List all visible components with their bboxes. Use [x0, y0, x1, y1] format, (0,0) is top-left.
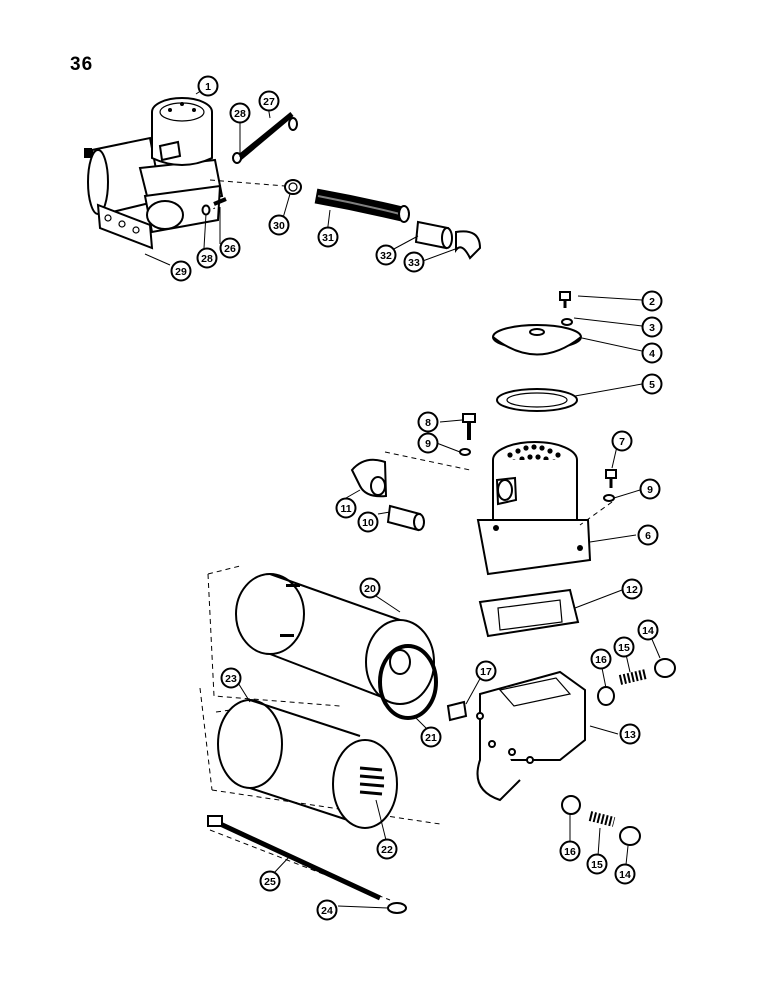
svg-text:33: 33: [408, 257, 420, 269]
svg-text:14: 14: [619, 869, 631, 881]
callout-13: 13: [619, 723, 641, 745]
svg-text:29: 29: [175, 266, 187, 278]
svg-text:31: 31: [322, 232, 334, 244]
callout-6: 6: [637, 524, 659, 546]
callout-31: 31: [317, 226, 339, 248]
callout-14a: 14: [637, 619, 659, 641]
svg-text:20: 20: [364, 583, 376, 595]
callout-9a: 9: [417, 432, 439, 454]
callout-15b: 15: [586, 853, 608, 875]
filter-elements: [199, 565, 441, 914]
svg-text:8: 8: [425, 417, 431, 429]
callout-26: 26: [219, 237, 241, 259]
callout-17: 17: [475, 660, 497, 682]
callouts: 1 2 3 4 5 6 7 8 9 9 10 11 12 13 14 14 15…: [170, 75, 663, 921]
callout-16b: 16: [559, 840, 581, 862]
svg-text:10: 10: [362, 517, 374, 529]
svg-text:7: 7: [619, 436, 625, 448]
svg-text:9: 9: [425, 438, 431, 450]
callout-16a: 16: [590, 648, 612, 670]
svg-text:16: 16: [564, 846, 576, 858]
svg-text:17: 17: [480, 666, 492, 678]
callout-1: 1: [197, 75, 219, 97]
svg-text:1: 1: [205, 81, 211, 93]
svg-text:15: 15: [591, 859, 603, 871]
svg-text:13: 13: [624, 729, 636, 741]
callout-10: 10: [357, 511, 379, 533]
svg-text:14: 14: [642, 625, 654, 637]
svg-text:28: 28: [201, 253, 213, 265]
svg-text:30: 30: [273, 220, 285, 232]
callout-22: 22: [376, 838, 398, 860]
callout-30: 30: [268, 214, 290, 236]
callout-23: 23: [220, 667, 242, 689]
callout-24: 24: [316, 899, 338, 921]
callout-9b: 9: [639, 478, 661, 500]
callout-20: 20: [359, 577, 381, 599]
svg-text:3: 3: [649, 322, 655, 334]
callout-25: 25: [259, 870, 281, 892]
callout-33: 33: [403, 251, 425, 273]
svg-text:27: 27: [263, 96, 275, 108]
pump-assembly: [84, 97, 482, 260]
callout-3: 3: [641, 316, 663, 338]
callout-12: 12: [621, 578, 643, 600]
svg-text:12: 12: [626, 584, 638, 596]
callout-27: 27: [258, 90, 280, 112]
callout-8: 8: [417, 411, 439, 433]
svg-text:2: 2: [649, 296, 655, 308]
callout-7: 7: [611, 430, 633, 452]
callout-11: 11: [335, 497, 357, 519]
callout-21: 21: [420, 726, 442, 748]
page-number: 36: [70, 54, 94, 75]
svg-text:32: 32: [380, 250, 392, 262]
svg-text:5: 5: [649, 379, 655, 391]
filter-head-assembly: [350, 291, 676, 846]
svg-text:25: 25: [264, 876, 276, 888]
svg-text:23: 23: [225, 673, 237, 685]
svg-text:9: 9: [647, 484, 653, 496]
svg-text:22: 22: [381, 844, 393, 856]
svg-text:6: 6: [645, 530, 651, 542]
svg-text:15: 15: [618, 642, 630, 654]
callout-2: 2: [641, 290, 663, 312]
callout-5: 5: [641, 373, 663, 395]
callout-15a: 15: [613, 636, 635, 658]
svg-text:21: 21: [425, 732, 437, 744]
callout-32: 32: [375, 244, 397, 266]
callout-4: 4: [641, 342, 663, 364]
callout-29: 29: [170, 260, 192, 282]
svg-text:11: 11: [340, 503, 351, 515]
svg-text:24: 24: [321, 905, 333, 917]
callout-28b: 28: [196, 247, 218, 269]
svg-text:28: 28: [234, 108, 246, 120]
svg-text:26: 26: [224, 243, 236, 255]
svg-text:16: 16: [595, 654, 607, 666]
callout-14b: 14: [614, 863, 636, 885]
svg-text:4: 4: [649, 348, 655, 360]
callout-28a: 28: [229, 102, 251, 124]
